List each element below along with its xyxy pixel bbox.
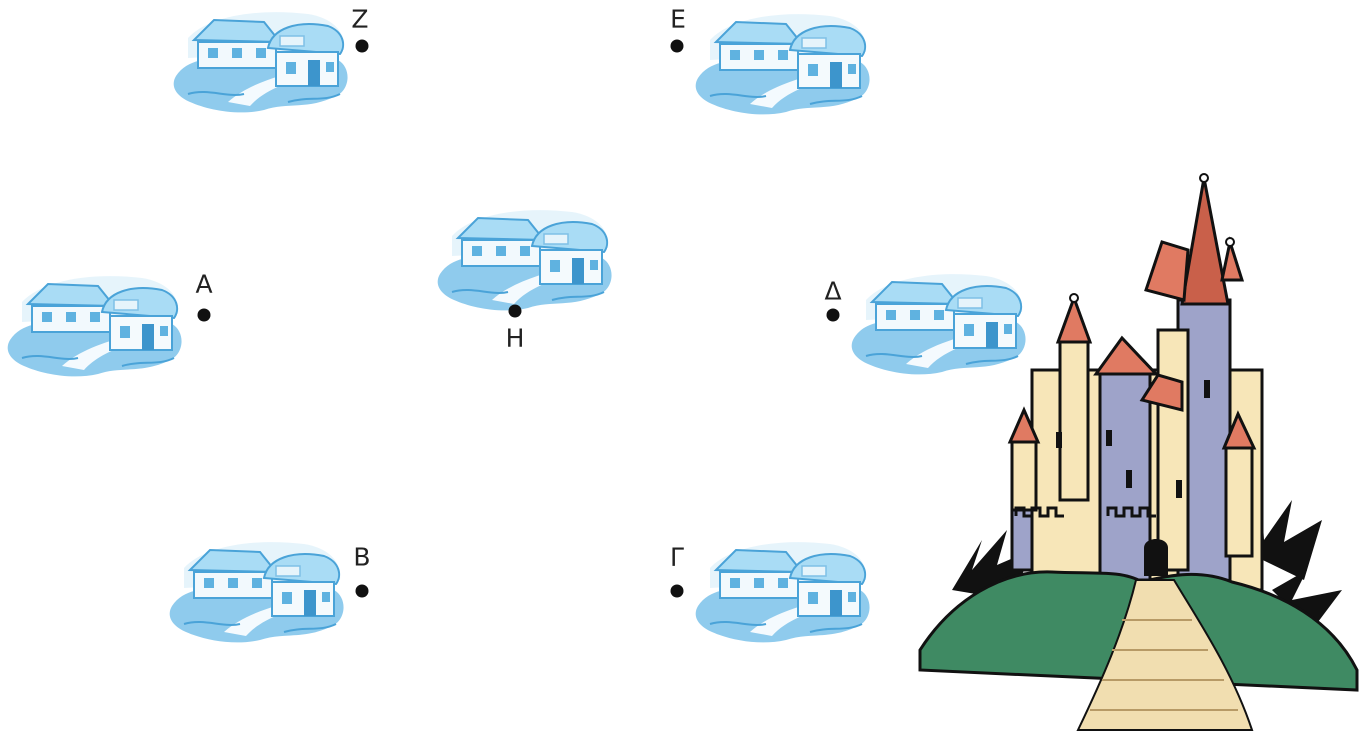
point-d-label: Δ	[824, 279, 841, 304]
point-b-label: Β	[353, 545, 370, 570]
point-z-dot	[356, 40, 369, 53]
point-h-label: Η	[506, 326, 525, 351]
point-a-dot	[198, 309, 211, 322]
castle-icon	[912, 170, 1362, 736]
point-z-label: Ζ	[351, 7, 368, 32]
village-icon	[432, 196, 618, 314]
village-icon	[690, 528, 876, 646]
point-b-dot	[356, 585, 369, 598]
village-icon	[164, 528, 350, 646]
village-icon	[690, 0, 876, 118]
village-icon	[2, 262, 188, 380]
point-g-dot	[671, 585, 684, 598]
point-e-label: Ε	[670, 7, 686, 32]
village-icon	[168, 0, 354, 116]
point-d-dot	[827, 309, 840, 322]
point-g-label: Γ	[670, 545, 684, 570]
point-h-dot	[509, 305, 522, 318]
point-a-label: Α	[195, 272, 212, 297]
point-e-dot	[671, 40, 684, 53]
